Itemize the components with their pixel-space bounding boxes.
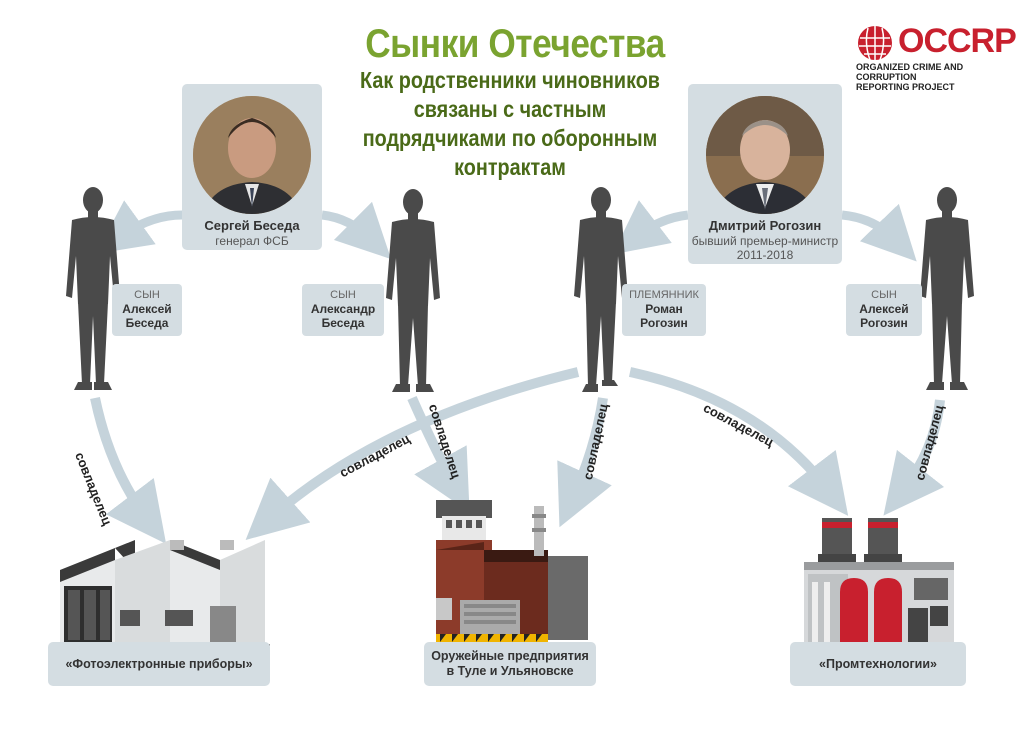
factory-promtech-icon	[804, 518, 954, 646]
person-silhouette-icon	[920, 187, 974, 390]
relative-label-aleksey-beseda: СЫН Алексей Беседа	[112, 284, 182, 336]
arrow-roman-to-prom	[628, 367, 849, 516]
person-silhouette-icon	[574, 187, 628, 392]
subtitle-line: контрактам	[454, 154, 566, 180]
arrow-beseda-to-aleksey	[96, 200, 183, 254]
factory-arms-icon	[436, 500, 588, 642]
relation-text: СЫН	[134, 289, 160, 301]
relative-last-name: Рогозин	[640, 316, 688, 330]
page-subtitle: Как родственники чиновников связаны с ча…	[347, 66, 674, 182]
official-role: генерал ФСБ	[215, 234, 289, 248]
relative-first-name: Роман	[645, 302, 683, 316]
relative-last-name: Беседа	[321, 316, 365, 330]
occrp-logo: OCCRP ORGANIZED CRIME AND CORRUPTION REP…	[856, 22, 1017, 92]
company-box-photoelectronic: «Фотоэлектронные приборы»	[48, 642, 270, 686]
portrait-photo	[193, 96, 311, 214]
portrait-icon	[193, 96, 311, 214]
subtitle-line: Как родственники чиновников	[360, 67, 660, 93]
company-name: «Промтехнологии»	[819, 656, 937, 671]
company-name-line2: в Туле и Ульяновске	[446, 664, 574, 678]
company-name: «Фотоэлектронные приборы»	[65, 656, 253, 671]
relative-first-name: Алексей	[122, 302, 172, 316]
portrait-icon	[706, 96, 824, 214]
relative-label-aleksey-rogozin: СЫН Алексей Рогозин	[846, 284, 922, 336]
relation-text: СЫН	[330, 289, 356, 301]
relative-label-roman-rogozin: ПЛЕМЯННИК Роман Рогозин	[622, 284, 706, 336]
arrow-beseda-to-aleksandr	[321, 201, 392, 260]
company-box-promtech: «Промтехнологии»	[790, 642, 966, 686]
logo-wordmark: OCCRP	[898, 22, 1017, 60]
relation-text: СЫН	[871, 289, 897, 301]
person-silhouette-icon	[386, 189, 440, 392]
arrow-alekseyr-to-prom	[883, 399, 945, 516]
arrow-roman-to-photo	[245, 367, 580, 540]
arrow-aleksandr-to-arms	[407, 395, 470, 513]
company-name: Оружейные предприятия	[431, 649, 589, 663]
relative-first-name: Алексей	[859, 302, 909, 316]
arrow-rogozin-to-aleksey	[841, 203, 917, 262]
arrow-roman-to-arms	[557, 397, 612, 528]
globe-icon	[858, 26, 892, 61]
relative-last-name: Беседа	[125, 316, 169, 330]
logo-tagline-2: REPORTING PROJECT	[856, 82, 955, 92]
official-name: Сергей Беседа	[204, 218, 300, 233]
company-box-arms: Оружейные предприятия в Туле и Ульяновск…	[424, 642, 596, 686]
factory-photo-icon	[60, 540, 270, 646]
portrait-photo	[706, 96, 824, 214]
arrow-aleksey-to-photo	[90, 396, 167, 544]
official-card-rogozin: Дмитрий Рогозин бывший премьер-министр 2…	[688, 84, 842, 264]
official-name: Дмитрий Рогозин	[708, 218, 822, 233]
relation-text: ПЛЕМЯННИК	[629, 289, 699, 301]
page-title: Сынки Отечества	[365, 22, 665, 66]
logo-tagline: ORGANIZED CRIME AND CORRUPTION REPORTING…	[856, 62, 1016, 92]
subtitle-line: подрядчиками по оборонным	[362, 125, 658, 151]
official-role: бывший премьер-министр	[691, 234, 839, 248]
logo-tagline-1: ORGANIZED CRIME AND CORRUPTION	[856, 62, 964, 82]
official-card-beseda: Сергей Беседа генерал ФСБ	[182, 84, 322, 250]
relative-label-aleksandr-beseda: СЫН Александр Беседа	[302, 284, 384, 336]
relative-first-name: Александр	[310, 302, 376, 316]
relative-last-name: Рогозин	[860, 316, 908, 330]
person-silhouette-icon	[66, 187, 120, 390]
subtitle-line: связаны с частным	[413, 96, 607, 122]
official-term: 2011-2018	[736, 248, 794, 262]
arrow-rogozin-to-roman	[612, 200, 689, 255]
